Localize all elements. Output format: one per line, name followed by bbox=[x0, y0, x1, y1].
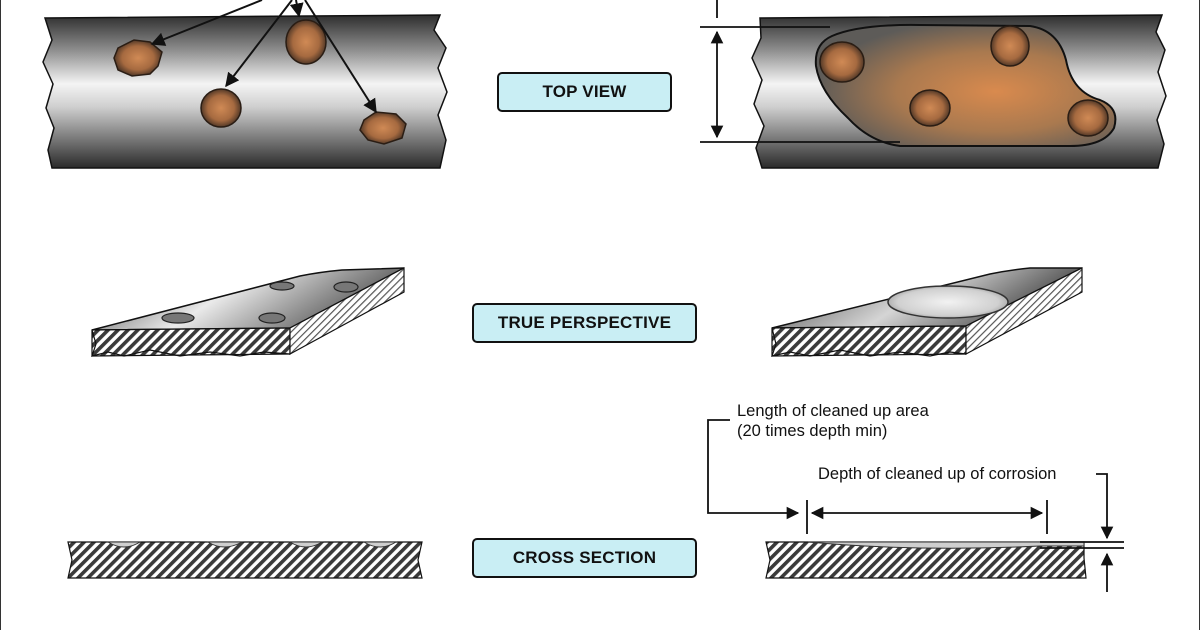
corrosion-pit bbox=[359, 111, 407, 145]
pit-outline bbox=[258, 312, 286, 324]
corrosion-pit bbox=[909, 89, 951, 127]
pit-pointer-arrows bbox=[150, 0, 377, 114]
left-frame-border bbox=[0, 0, 1, 630]
cleaned-profile bbox=[807, 541, 1085, 549]
length-annotation-line2: (20 times depth min) bbox=[737, 422, 888, 440]
corrosion-pit bbox=[200, 88, 242, 128]
pit-profile bbox=[206, 541, 244, 548]
top-view-left-tube bbox=[42, 0, 448, 169]
pit-profile bbox=[288, 541, 324, 548]
pit-profile bbox=[106, 541, 142, 548]
length-leader bbox=[707, 419, 1048, 534]
pit-outline bbox=[161, 312, 195, 324]
corrosion-pit bbox=[990, 25, 1030, 67]
corrosion-pit bbox=[1067, 99, 1109, 137]
cleaned-area-outline bbox=[814, 23, 1117, 147]
pit-outline bbox=[269, 281, 295, 291]
cleaned-dish bbox=[887, 285, 1009, 319]
length-annotation-line1: Length of cleaned up area bbox=[737, 402, 929, 420]
depth-leader bbox=[1040, 473, 1124, 592]
top-view-label: TOP VIEW bbox=[497, 72, 672, 112]
cross-section-right bbox=[707, 419, 1124, 592]
cross-section-left bbox=[67, 541, 423, 579]
perspective-left-plate bbox=[91, 267, 405, 357]
true-perspective-label: TRUE PERSPECTIVE bbox=[472, 303, 697, 343]
corrosion-pit bbox=[285, 19, 327, 65]
pit-outline bbox=[333, 281, 359, 293]
depth-annotation: Depth of cleaned up of corrosion bbox=[818, 465, 1057, 483]
top-view-right-tube bbox=[700, 0, 1167, 169]
corrosion-pit bbox=[113, 39, 163, 77]
perspective-right-plate bbox=[771, 267, 1083, 357]
cross-section-label: CROSS SECTION bbox=[472, 538, 697, 578]
width-dimension bbox=[700, 0, 900, 143]
corrosion-pit bbox=[819, 41, 865, 83]
pit-profile bbox=[362, 541, 398, 548]
